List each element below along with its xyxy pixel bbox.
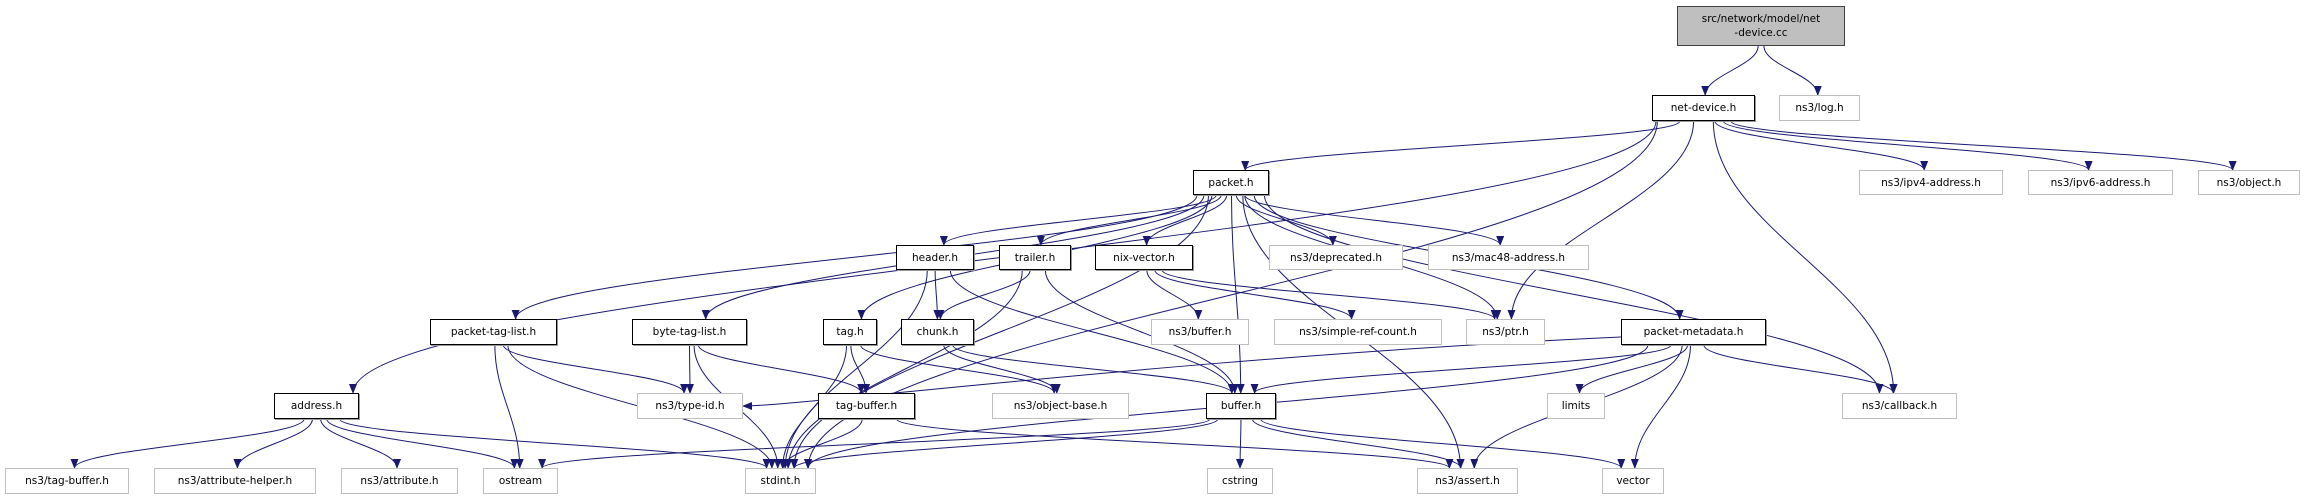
node-deprecated[interactable]: ns3/deprecated.h xyxy=(1269,245,1403,270)
node-limits[interactable]: limits xyxy=(1547,393,1605,419)
edge-buffer-to-stdint xyxy=(790,418,1219,469)
node-tag[interactable]: tag.h xyxy=(823,319,877,345)
edge-packet-to-header xyxy=(940,194,1217,246)
node-attribute[interactable]: ns3/attribute.h xyxy=(341,468,458,494)
node-net-device[interactable]: net-device.h xyxy=(1652,95,1755,121)
edge-packet-to-nix xyxy=(1142,194,1228,246)
edge-root-to-net-device xyxy=(1701,45,1759,96)
node-byte-tag-list[interactable]: byte-tag-list.h xyxy=(632,319,747,345)
edge-root-to-log xyxy=(1763,45,1822,96)
node-chunk[interactable]: chunk.h xyxy=(901,319,974,345)
edge-byte-tag-list-to-tag-buffer xyxy=(697,344,866,394)
edge-packet-metadata-to-callback xyxy=(1703,344,1898,394)
node-stdint[interactable]: stdint.h xyxy=(745,468,816,494)
node-nix[interactable]: nix-vector.h xyxy=(1095,245,1193,270)
node-ipv6[interactable]: ns3/ipv6-address.h xyxy=(2028,170,2173,195)
node-tag-buffer[interactable]: tag-buffer.h xyxy=(818,393,915,419)
node-ipv4[interactable]: ns3/ipv4-address.h xyxy=(1859,170,2003,195)
node-trailer[interactable]: trailer.h xyxy=(999,245,1071,270)
edge-packet-to-trailer xyxy=(1036,194,1222,246)
edge-tag-to-stdint xyxy=(778,344,848,469)
node-packet-tag-list[interactable]: packet-tag-list.h xyxy=(430,319,557,345)
edge-buffer-to-ostream xyxy=(538,418,1211,469)
node-cstring[interactable]: cstring xyxy=(1207,468,1273,494)
edge-address-to-stdint xyxy=(339,418,771,469)
node-assert[interactable]: ns3/assert.h xyxy=(1417,468,1518,494)
edge-packet-tag-list-to-ostream xyxy=(494,344,524,469)
node-address[interactable]: address.h xyxy=(274,393,359,419)
edge-nix-to-ptr xyxy=(1161,269,1499,320)
node-log[interactable]: ns3/log.h xyxy=(1779,95,1860,121)
edge-net-device-to-ptr xyxy=(1507,120,1695,320)
node-callback[interactable]: ns3/callback.h xyxy=(1842,393,1957,419)
edge-packet-to-deprecated xyxy=(1235,194,1337,246)
edge-packet-to-callback xyxy=(1263,194,1884,394)
node-buffer[interactable]: buffer.h xyxy=(1206,393,1276,419)
edge-net-device-to-object xyxy=(1730,120,2237,171)
node-ptr[interactable]: ns3/ptr.h xyxy=(1466,319,1545,345)
edge-address-to-ns3-tag-buffer xyxy=(70,418,305,469)
edge-nix-to-ns3-buffer xyxy=(1146,269,1203,320)
edge-trailer-to-stdint xyxy=(784,269,1023,469)
node-type-id[interactable]: ns3/type-id.h xyxy=(637,393,743,419)
edge-buffer-to-vector xyxy=(1260,418,1626,469)
edge-tag-to-tag-buffer xyxy=(850,344,870,394)
edge-packet-metadata-to-type-id xyxy=(742,336,1622,410)
edge-chunk-to-buffer xyxy=(952,344,1236,394)
edge-buffer-to-assert xyxy=(1251,418,1465,469)
node-root[interactable]: src/network/model/net -device.cc xyxy=(1677,6,1845,46)
edge-packet-to-stdint xyxy=(790,194,1209,469)
edge-packet-metadata-to-vector xyxy=(1630,344,1691,469)
edge-chunk-to-object-base xyxy=(943,344,1061,394)
node-attribute-helper[interactable]: ns3/attribute-helper.h xyxy=(154,468,316,494)
edge-packet-to-buffer xyxy=(1231,194,1245,394)
node-mac48[interactable]: ns3/mac48-address.h xyxy=(1428,245,1589,270)
node-object[interactable]: ns3/object.h xyxy=(2198,170,2300,195)
node-ns3-buffer[interactable]: ns3/buffer.h xyxy=(1151,319,1249,345)
node-object-base[interactable]: ns3/object-base.h xyxy=(992,393,1129,419)
node-ns3-tag-buffer[interactable]: ns3/tag-buffer.h xyxy=(5,468,129,494)
node-simple-ref[interactable]: ns3/simple-ref-count.h xyxy=(1274,319,1442,345)
edge-tag-buffer-to-stdint xyxy=(779,418,863,469)
edge-trailer-to-chunk xyxy=(936,269,1031,320)
edge-net-device-to-ipv6 xyxy=(1722,120,2093,171)
node-header[interactable]: header.h xyxy=(896,245,974,270)
edge-header-to-buffer xyxy=(949,269,1236,394)
edge-net-device-to-callback xyxy=(1712,120,1898,394)
node-vector[interactable]: vector xyxy=(1602,468,1664,494)
edge-tag-buffer-to-assert xyxy=(896,418,1454,469)
edge-tag-to-object-base xyxy=(860,344,1059,394)
node-packet-metadata[interactable]: packet-metadata.h xyxy=(1621,319,1766,345)
node-packet[interactable]: packet.h xyxy=(1193,170,1269,195)
edge-address-to-ostream xyxy=(326,418,519,469)
edge-net-device-to-ipv4 xyxy=(1714,120,1929,171)
edge-packet-metadata-to-buffer xyxy=(1250,344,1672,394)
edge-address-to-attribute-helper xyxy=(233,418,313,469)
edge-buffer-to-cstring xyxy=(1236,418,1245,469)
edge-nix-to-simple-ref xyxy=(1154,269,1356,320)
edge-header-to-stdint xyxy=(781,269,928,469)
edge-header-to-chunk xyxy=(933,269,942,320)
node-ostream[interactable]: ostream xyxy=(483,468,558,494)
edge-net-device-to-packet xyxy=(1241,120,1681,171)
edge-packet-tag-list-to-type-id xyxy=(502,344,689,394)
edge-trailer-to-buffer xyxy=(1044,269,1239,394)
edge-address-to-attribute xyxy=(320,418,401,469)
edge-packet-metadata-to-limits xyxy=(1575,344,1689,394)
